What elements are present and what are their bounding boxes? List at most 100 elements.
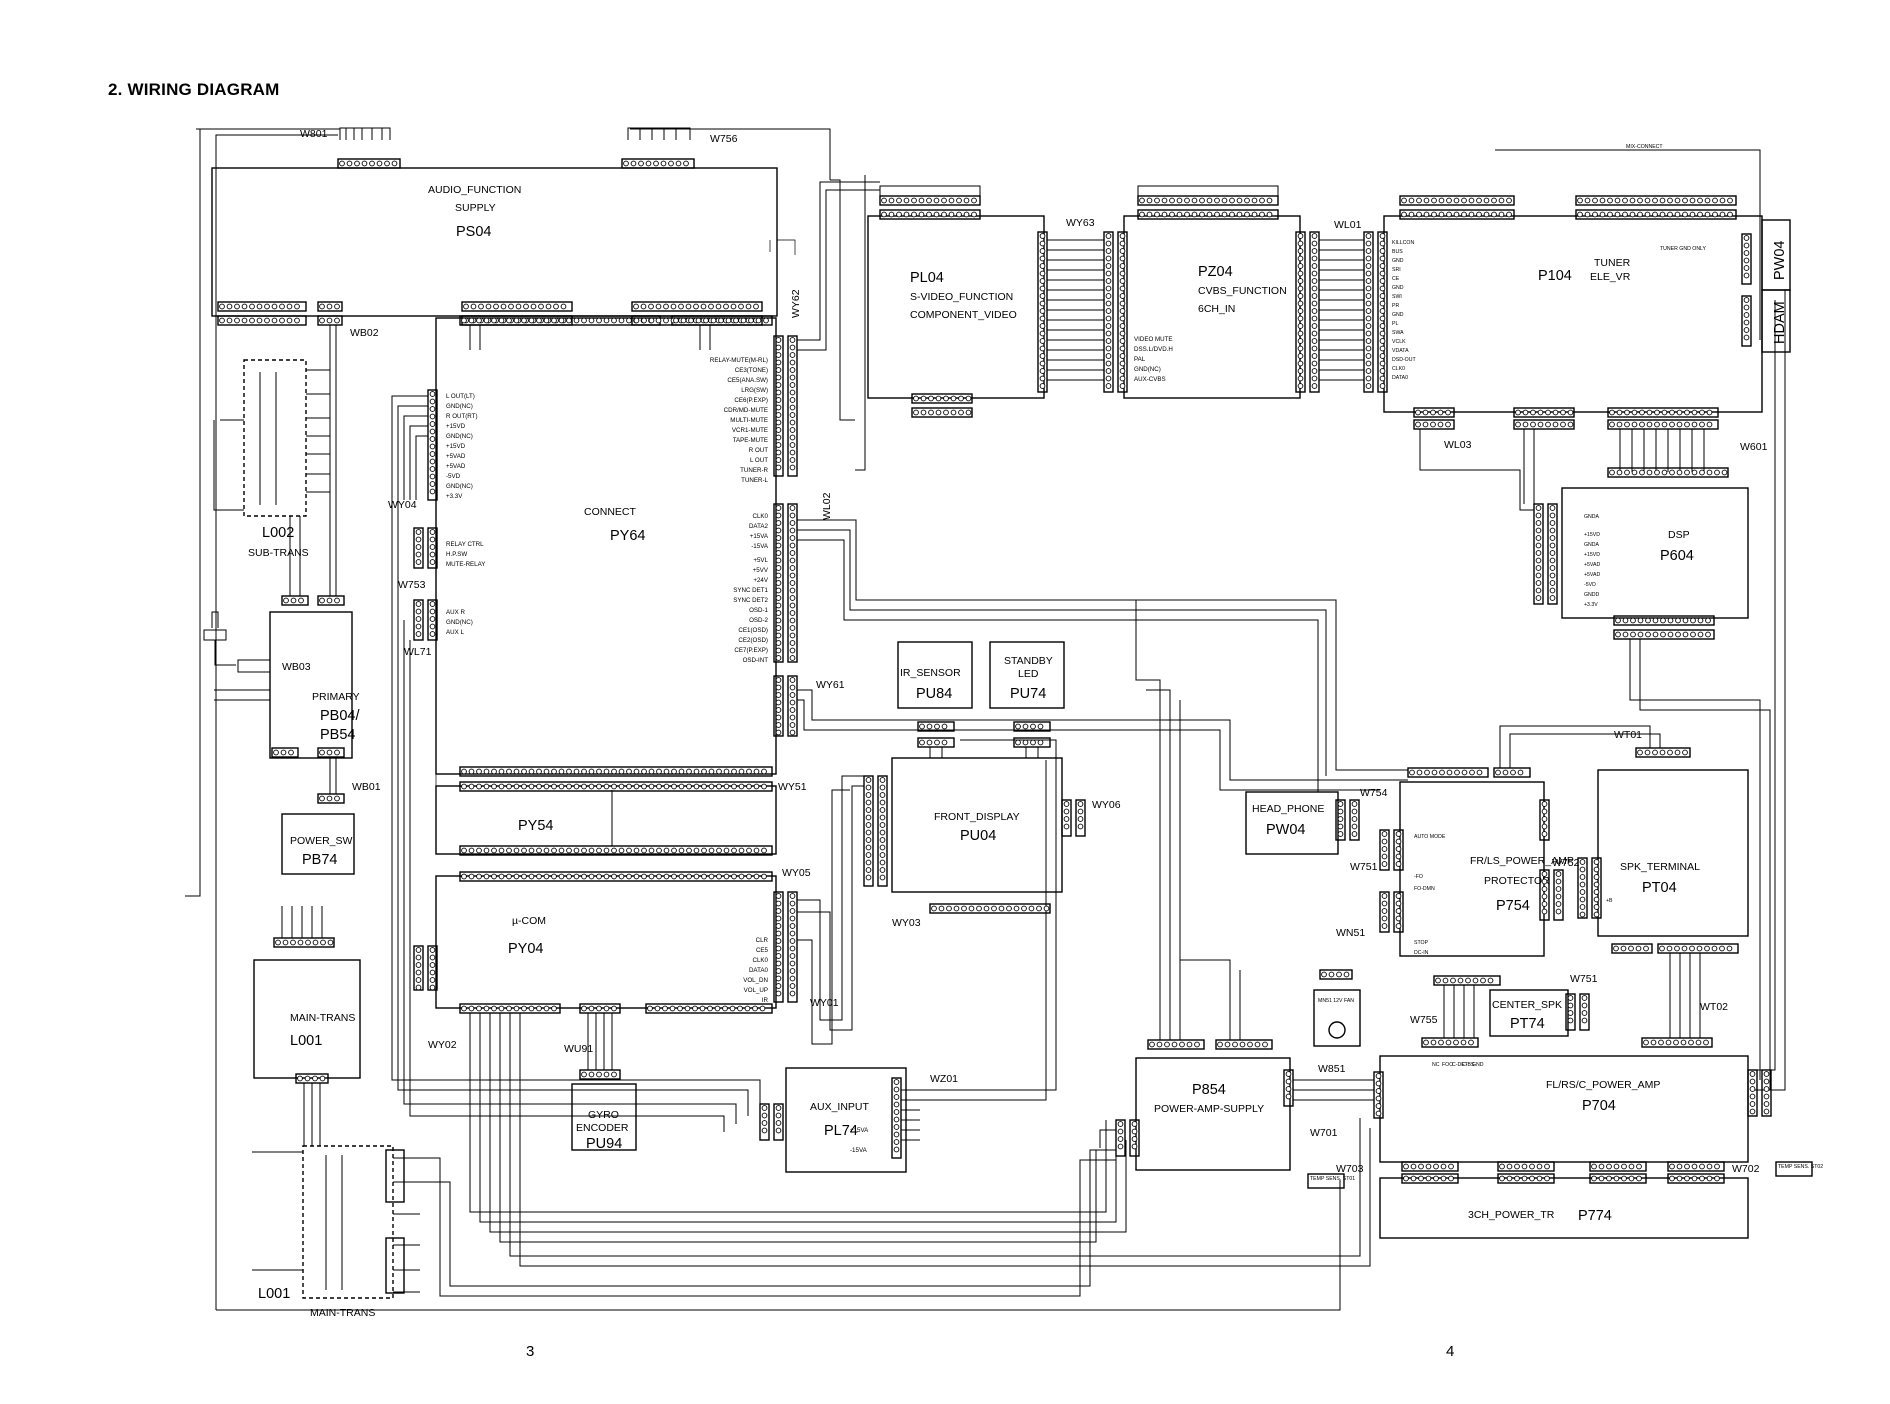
connector-pin bbox=[1630, 631, 1636, 638]
connector-pin bbox=[1039, 255, 1046, 262]
connector-pin bbox=[415, 544, 422, 550]
connector-pin bbox=[581, 783, 587, 790]
connector-pin bbox=[528, 768, 535, 775]
connector-pin bbox=[429, 443, 436, 450]
svg-text:CE6(P.EXP): CE6(P.EXP) bbox=[734, 397, 768, 404]
connector-pin bbox=[1119, 345, 1126, 352]
connector-pin bbox=[1381, 838, 1388, 845]
connector-pin bbox=[1379, 255, 1386, 262]
connector-pin bbox=[730, 303, 737, 310]
connector-pin bbox=[1119, 308, 1126, 314]
board-pw04a: PW04 bbox=[1761, 219, 1791, 291]
connector-pin bbox=[1311, 368, 1318, 374]
connector-pin bbox=[1457, 977, 1464, 984]
connector-pin bbox=[290, 597, 297, 604]
connector-pin bbox=[1105, 248, 1112, 254]
connector-pin bbox=[1440, 1163, 1447, 1170]
connector-pin bbox=[1433, 1175, 1439, 1182]
connector-pin bbox=[789, 684, 796, 691]
connector-pin bbox=[708, 873, 715, 880]
connector-pin bbox=[415, 962, 422, 968]
connector-pin bbox=[948, 211, 955, 218]
board-pu94: GYRO ENCODER PU94 bbox=[571, 1013, 637, 1152]
l002-code: L002 bbox=[262, 525, 294, 541]
connector-pin bbox=[723, 873, 730, 880]
wire-wb03-label: WB03 bbox=[282, 661, 311, 673]
l002-line1: SUB-TRANS bbox=[248, 547, 309, 559]
connector-pin bbox=[731, 847, 737, 854]
connector-pin bbox=[1297, 233, 1304, 239]
connector-pin bbox=[1311, 338, 1318, 344]
connector-pin bbox=[789, 442, 796, 448]
connector-pin bbox=[865, 844, 872, 851]
connector-pin bbox=[640, 303, 647, 310]
connector-pin bbox=[879, 874, 886, 881]
connector-pin bbox=[775, 352, 782, 358]
connector-pin bbox=[1297, 353, 1304, 359]
connector-pin bbox=[678, 783, 685, 790]
connector-pin bbox=[1541, 893, 1548, 900]
connector-pin bbox=[354, 160, 360, 167]
connector-pin bbox=[789, 535, 796, 541]
connector-pin bbox=[1537, 421, 1544, 428]
connector-pin bbox=[1661, 409, 1668, 416]
connector-pin bbox=[789, 367, 796, 373]
connector-pin bbox=[1579, 904, 1586, 910]
connector-pin bbox=[468, 873, 475, 880]
connector-pin bbox=[319, 303, 325, 310]
connector-pin bbox=[1311, 383, 1318, 389]
connector-pin bbox=[983, 905, 990, 912]
connector-pin bbox=[1502, 769, 1509, 776]
svg-text:PR: PR bbox=[1392, 303, 1399, 309]
connector-pin bbox=[1105, 368, 1112, 374]
connector-pin bbox=[715, 303, 722, 310]
connector-pin bbox=[1579, 859, 1586, 865]
connector-pin bbox=[543, 783, 550, 790]
connector-pin bbox=[1654, 469, 1660, 476]
connector-pin bbox=[1577, 197, 1583, 204]
connector-pin bbox=[971, 211, 977, 218]
connector-pin bbox=[256, 303, 263, 310]
connector-pin bbox=[896, 211, 902, 218]
connector-pin bbox=[1763, 1101, 1770, 1107]
pt74-line1: CENTER_SPK bbox=[1492, 999, 1562, 1011]
connector-pin bbox=[1690, 617, 1696, 624]
connector-pin bbox=[1259, 197, 1265, 204]
connector-pin bbox=[611, 873, 617, 880]
connector-pin bbox=[653, 160, 659, 167]
connector-pin bbox=[461, 873, 467, 880]
board-p854: P854 POWER-AMP-SUPPLY W851 W701 bbox=[1115, 1039, 1346, 1171]
connector-pin bbox=[926, 739, 933, 746]
pl74-code: PL74 bbox=[824, 1123, 858, 1139]
connector-pin bbox=[1615, 617, 1621, 624]
connector-pin bbox=[1682, 617, 1689, 624]
connector-pin bbox=[1445, 409, 1451, 416]
connector-pin bbox=[976, 905, 982, 912]
connector-pin bbox=[775, 565, 782, 571]
connector-pin bbox=[731, 768, 737, 775]
connector-pin bbox=[1691, 1175, 1698, 1182]
connector-pin bbox=[1037, 723, 1044, 730]
connector-pin bbox=[1431, 769, 1438, 776]
connector-pin bbox=[1593, 859, 1600, 865]
svg-text:DSD-OUT: DSD-OUT bbox=[1392, 357, 1416, 363]
connector-pin bbox=[485, 303, 492, 310]
connector-pin bbox=[1119, 300, 1126, 307]
connector-pin bbox=[521, 847, 527, 854]
py64-line1: CONNECT bbox=[584, 506, 637, 518]
connector-pin bbox=[1105, 308, 1112, 314]
connector-pin bbox=[476, 783, 482, 790]
py04-code: PY04 bbox=[508, 941, 543, 957]
svg-text:GND: GND bbox=[1392, 258, 1404, 264]
connector-pin bbox=[1297, 300, 1304, 307]
connector-pin bbox=[275, 939, 281, 946]
connector-pin bbox=[1119, 375, 1126, 382]
connector-pin bbox=[491, 768, 497, 775]
connector-pin bbox=[693, 783, 700, 790]
connector-pin bbox=[1311, 345, 1318, 352]
connector-pin bbox=[334, 303, 340, 310]
connector-pin bbox=[596, 1071, 602, 1078]
connector-pin bbox=[1691, 409, 1698, 416]
connector-pin bbox=[1705, 617, 1711, 624]
connector-pin bbox=[1631, 469, 1638, 476]
